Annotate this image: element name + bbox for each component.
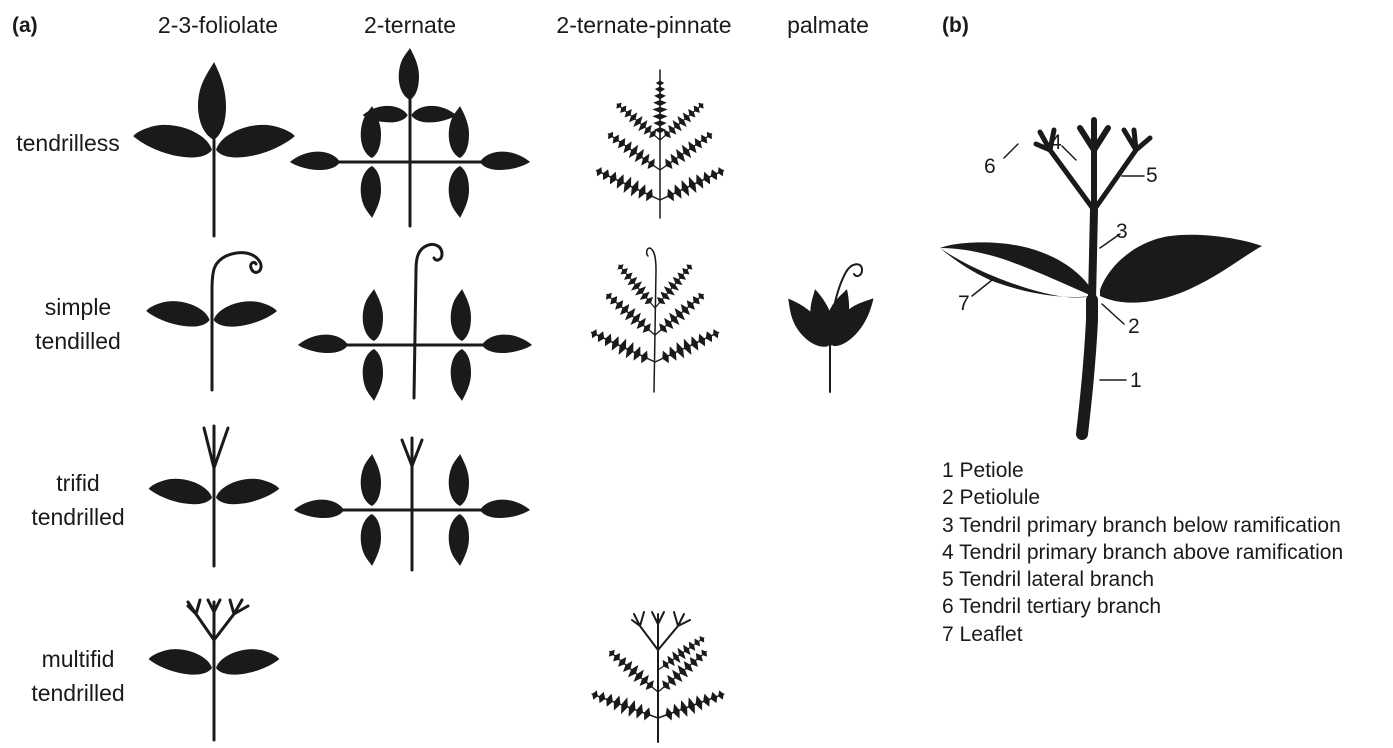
callout-2: 2 [1128, 315, 1140, 339]
simple-tendilled-2-ternate-pinnate-leaf [588, 248, 722, 392]
legend-item-tendril-primary-above: 4 Tendril primary branch above ramificat… [942, 539, 1343, 566]
callout-3: 3 [1116, 220, 1128, 244]
legend: 1 Petiole 2 Petiolule 3 Tendril primary … [942, 457, 1343, 648]
tendrilless-2-3-foliolate-leaf [131, 62, 297, 236]
callout-1: 1 [1130, 369, 1142, 393]
trifid-tendrilled-2-3-foliolate-leaf [147, 426, 280, 566]
simple-tendilled-palmate-leaf [778, 264, 881, 392]
callout-7: 7 [958, 292, 970, 316]
tendrilless-2-ternate-pinnate-leaf [593, 70, 727, 218]
legend-item-petiole: 1 Petiole [942, 457, 1343, 484]
legend-item-tendril-tertiary: 6 Tendril tertiary branch [942, 593, 1343, 620]
callout-6: 6 [984, 155, 996, 179]
multifid-tendrilled-2-3-foliolate-leaf [147, 600, 280, 740]
simple-tendilled-2-3-foliolate-leaf [145, 253, 278, 390]
legend-item-tendril-primary-below: 3 Tendril primary branch below ramificat… [942, 512, 1343, 539]
legend-item-leaflet: 7 Leaflet [942, 621, 1343, 648]
legend-item-petiolule: 2 Petiolule [942, 484, 1343, 511]
trifid-tendrilled-2-ternate-leaf [294, 438, 530, 570]
callout-4: 4 [1050, 131, 1062, 155]
callout-5: 5 [1146, 164, 1158, 188]
simple-tendilled-2-ternate-leaf [298, 244, 532, 401]
multifid-tendrilled-2-ternate-pinnate-leaf [589, 612, 727, 742]
tendrilless-2-ternate-leaf [290, 48, 530, 226]
legend-item-tendril-lateral: 5 Tendril lateral branch [942, 566, 1343, 593]
